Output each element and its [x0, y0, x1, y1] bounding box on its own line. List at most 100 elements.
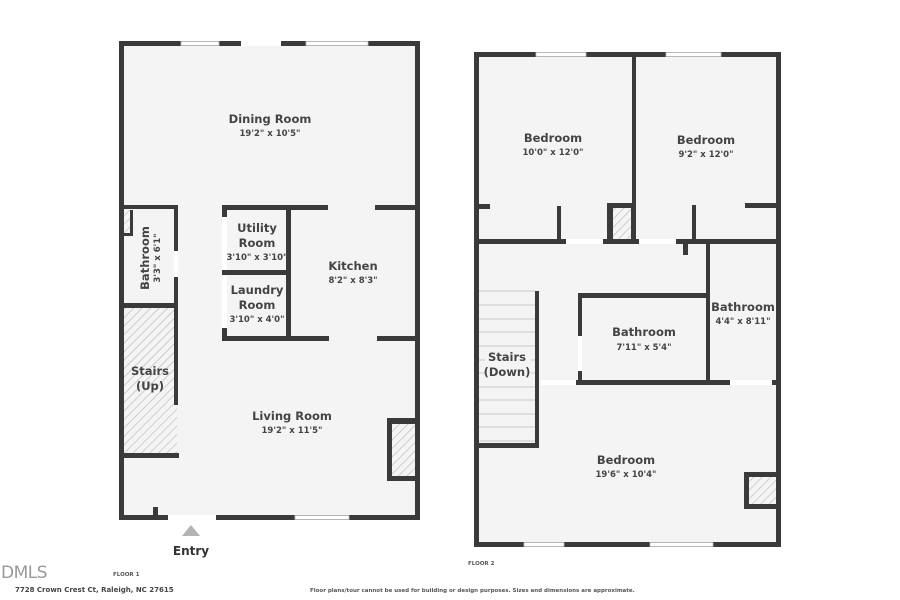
wall [222, 270, 290, 275]
room-laundry-room[interactable]: Laundry Room 3'10" x 4'0" [229, 283, 284, 325]
wall [222, 328, 227, 340]
wall [119, 515, 420, 520]
wall [676, 239, 781, 244]
room-dimensions: 8'2" x 8'3" [328, 276, 377, 286]
chimney-hatch [749, 477, 776, 504]
room-dimensions: 19'2" x 10'5" [240, 129, 301, 139]
room-dimensions: 4'4" x 8'11" [715, 317, 770, 327]
wall [174, 277, 178, 307]
room-utility-room[interactable]: Utility Room 3'10" x 3'10" [227, 221, 288, 263]
wall [772, 380, 781, 385]
wall [130, 210, 133, 236]
room-dimensions: 9'2" x 12'0" [678, 150, 733, 160]
wall [174, 205, 178, 251]
room-name: Stairs [131, 364, 169, 378]
wall [578, 293, 582, 336]
entry-door[interactable] [168, 515, 216, 520]
wall [706, 380, 730, 385]
room-name: Room [239, 236, 276, 250]
wall [776, 52, 781, 547]
room-bedroom-2[interactable]: Bedroom 9'2" x 12'0" [677, 133, 735, 160]
room-bedroom-1[interactable]: Bedroom 10'0" x 12'0" [523, 131, 584, 158]
room-stairs-up[interactable]: Stairs (Up) [131, 364, 169, 393]
wall [745, 203, 781, 208]
room-name: Stairs [488, 350, 526, 364]
window [665, 52, 722, 57]
wall [632, 52, 636, 242]
fireplace-hatch [392, 424, 415, 476]
wall [474, 52, 781, 57]
wall [474, 239, 566, 244]
room-name: Kitchen [328, 259, 377, 273]
doorway [541, 380, 576, 385]
wall [119, 41, 124, 520]
room-name: Dining Room [229, 112, 312, 126]
room-name: (Down) [484, 365, 531, 379]
doorway [730, 380, 772, 385]
wall [576, 380, 710, 385]
wall [578, 293, 710, 298]
doorway [222, 217, 227, 272]
doorway [174, 251, 178, 277]
wall [119, 205, 178, 209]
window [294, 515, 350, 520]
doorway [222, 276, 227, 328]
entry-arrow-icon [182, 525, 200, 536]
wall [286, 205, 291, 340]
wall [222, 336, 329, 341]
wall [222, 205, 227, 217]
room-dimensions: 10'0" x 12'0" [523, 148, 584, 158]
room-name: Bathroom [711, 300, 775, 314]
doorway [639, 239, 676, 244]
property-address: 7728 Crown Crest Ct, Raleigh, NC 27615 [15, 586, 174, 594]
wall [474, 204, 490, 209]
wall [415, 41, 420, 520]
wall [692, 205, 696, 242]
room-bathroom-2a[interactable]: Bathroom 4'4" x 8'11" [711, 300, 775, 327]
room-dimensions: 3'3" x 6'1" [153, 233, 163, 282]
doorway [566, 239, 603, 244]
window [305, 41, 369, 46]
room-dimensions: 19'2" x 11'5" [262, 426, 323, 436]
room-dining-room[interactable]: Dining Room 19'2" x 10'5" [229, 112, 312, 139]
room-name: Bathroom [612, 325, 676, 339]
window [535, 52, 587, 57]
wall [124, 233, 131, 236]
wall [474, 542, 781, 547]
room-bathroom-2b[interactable]: Bathroom 7'11" x 5'4" [612, 325, 676, 353]
wall [153, 507, 158, 516]
doorway [241, 41, 281, 46]
room-name: Bathroom [138, 226, 152, 290]
floor-2-plan: Bedroom 10'0" x 12'0" Bedroom 9'2" x 12'… [468, 52, 781, 567]
room-living-room[interactable]: Living Room 19'2" x 11'5" [252, 409, 332, 436]
room-kitchen[interactable]: Kitchen 8'2" x 8'3" [328, 259, 377, 286]
entry-label: Entry [173, 544, 209, 558]
floor-2-label: FLOOR 2 [468, 561, 495, 567]
wall [474, 52, 479, 547]
room-name: (Up) [136, 379, 164, 393]
room-dimensions: 7'11" x 5'4" [616, 343, 671, 353]
room-name: Bedroom [524, 131, 582, 145]
room-name: Bedroom [597, 453, 655, 467]
wall [119, 303, 178, 308]
room-name: Living Room [252, 409, 332, 423]
stairs-up[interactable] [124, 308, 177, 454]
window [649, 542, 714, 547]
wall [119, 453, 179, 458]
room-dimensions: 3'10" x 4'0" [229, 315, 284, 325]
room-bathroom-floor1[interactable]: Bathroom 3'3" x 6'1" [138, 226, 163, 290]
wall [535, 291, 539, 447]
disclaimer: Floor plans/tour cannot be used for buil… [310, 588, 635, 594]
dmls-logo: DMLS [1, 563, 47, 583]
vent-shaft [124, 210, 130, 234]
wall [222, 205, 328, 210]
wall [683, 243, 688, 255]
window [180, 41, 220, 46]
room-bedroom-3[interactable]: Bedroom 19'6" x 10'4" [596, 453, 657, 480]
wall [706, 243, 710, 385]
wall [474, 443, 539, 448]
room-stairs-down[interactable]: Stairs (Down) [484, 348, 531, 380]
room-dimensions: 19'6" x 10'4" [596, 470, 657, 480]
room-name: Laundry [231, 283, 284, 297]
floor-1-plan: Dining Room 19'2" x 10'5" Utility Room 3… [113, 41, 420, 578]
